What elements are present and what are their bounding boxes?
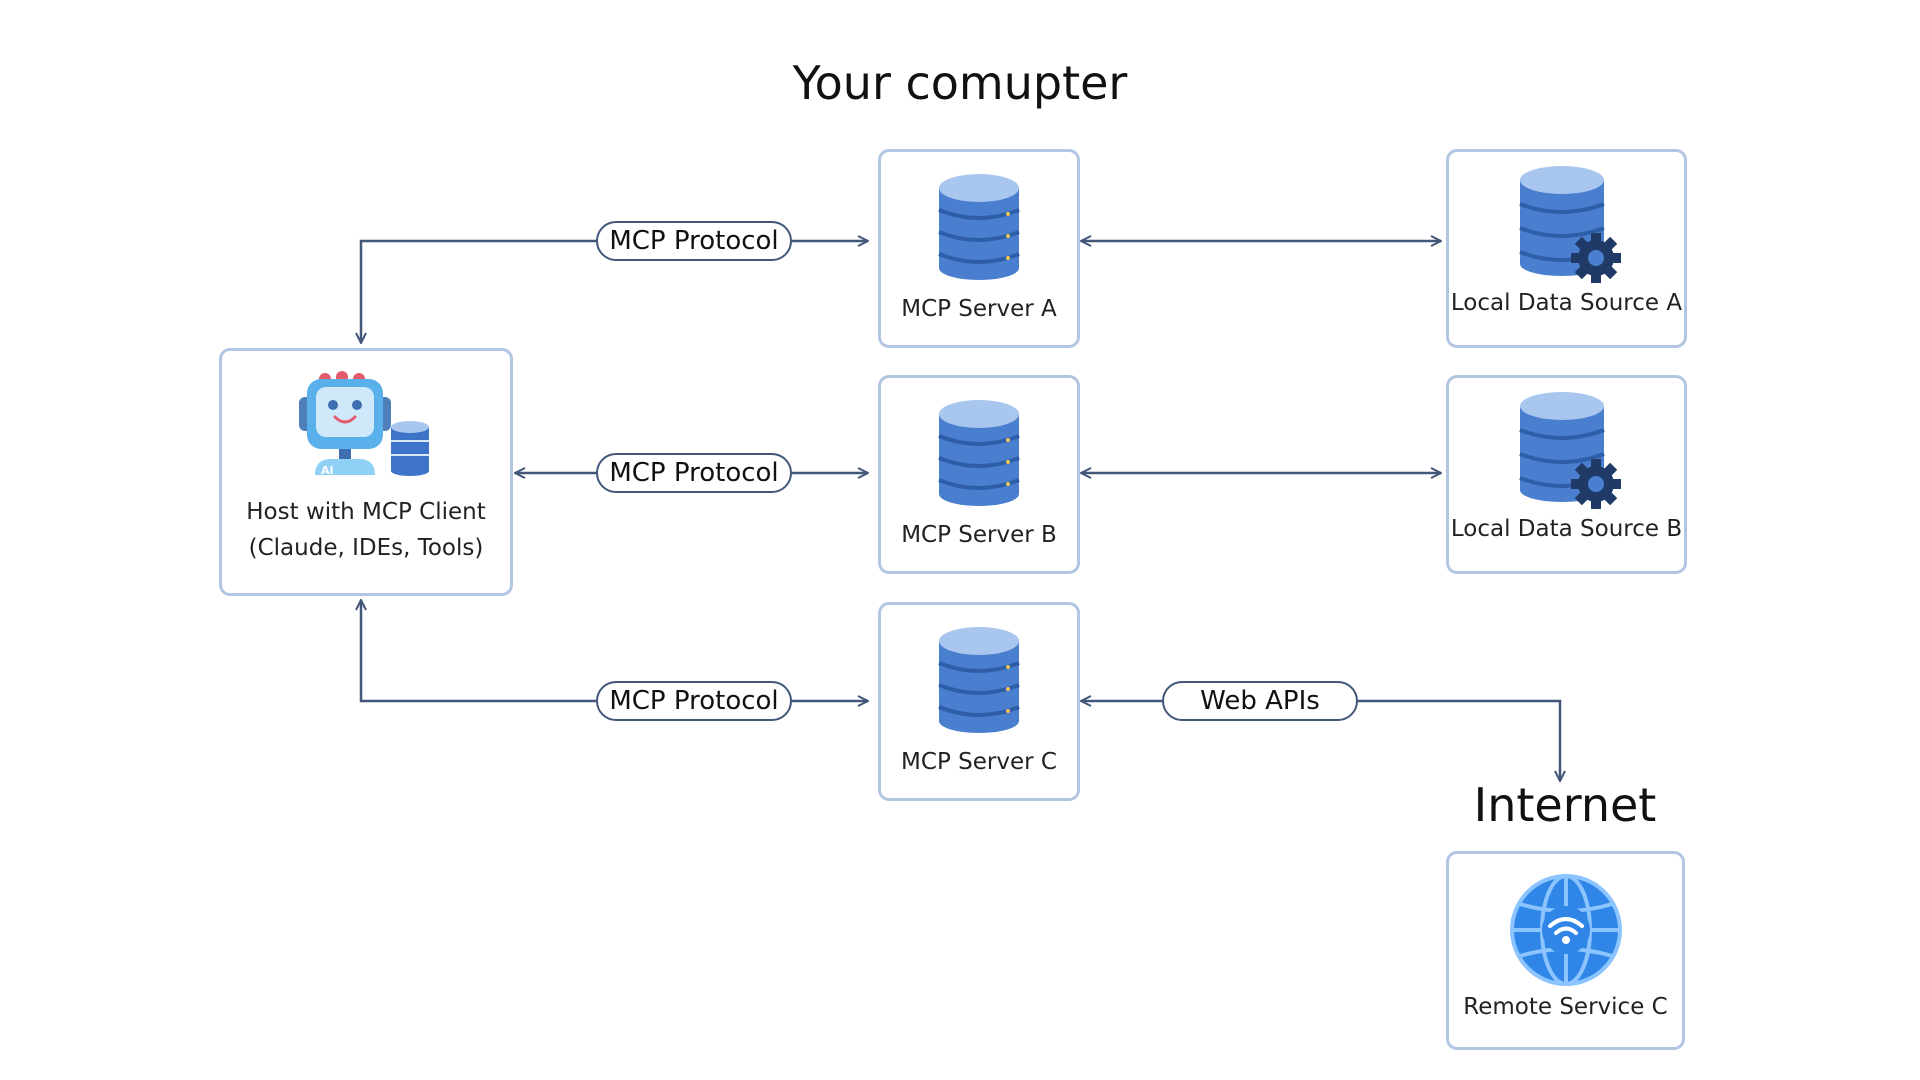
edge-label-host-server-c: MCP Protocol bbox=[596, 681, 792, 721]
host-label-line1: Host with MCP Client bbox=[246, 499, 486, 525]
mcp-server-c-node: MCP Server C bbox=[878, 602, 1080, 801]
database-gear-icon bbox=[1518, 166, 1621, 283]
database-icon bbox=[938, 400, 1020, 506]
edge-label-web-apis: Web APIs bbox=[1162, 681, 1358, 721]
local-data-source-a-node: Local Data Source A bbox=[1446, 149, 1687, 348]
robot-ai-icon: AI bbox=[299, 371, 429, 477]
host-label-line2: (Claude, IDEs, Tools) bbox=[248, 534, 484, 561]
database-icon bbox=[938, 174, 1020, 280]
mcp-server-b-label: MCP Server B bbox=[901, 522, 1057, 548]
mcp-server-a-label: MCP Server A bbox=[901, 296, 1057, 322]
local-data-source-b-label: Local Data Source B bbox=[1450, 516, 1683, 542]
svg-text:AI: AI bbox=[321, 464, 334, 477]
remote-service-c-node: Remote Service C bbox=[1446, 851, 1685, 1050]
mcp-server-c-label: MCP Server C bbox=[901, 749, 1057, 775]
mcp-server-a-node: MCP Server A bbox=[878, 149, 1080, 348]
database-gear-icon bbox=[1518, 392, 1621, 509]
mcp-server-b-node: MCP Server B bbox=[878, 375, 1080, 574]
computer-title: Your comupter bbox=[792, 56, 1128, 110]
database-icon bbox=[938, 627, 1020, 733]
host-node: AI Host with MCP Client (Claude, IDEs, T… bbox=[219, 348, 513, 596]
globe-wifi-icon bbox=[1509, 874, 1622, 986]
edge-label-host-server-a: MCP Protocol bbox=[596, 221, 792, 261]
internet-title: Internet bbox=[1473, 778, 1657, 832]
local-data-source-b-node: Local Data Source B bbox=[1446, 375, 1687, 574]
local-data-source-a-label: Local Data Source A bbox=[1450, 290, 1683, 316]
remote-service-c-label: Remote Service C bbox=[1463, 994, 1668, 1020]
edge-label-host-server-b: MCP Protocol bbox=[596, 453, 792, 493]
